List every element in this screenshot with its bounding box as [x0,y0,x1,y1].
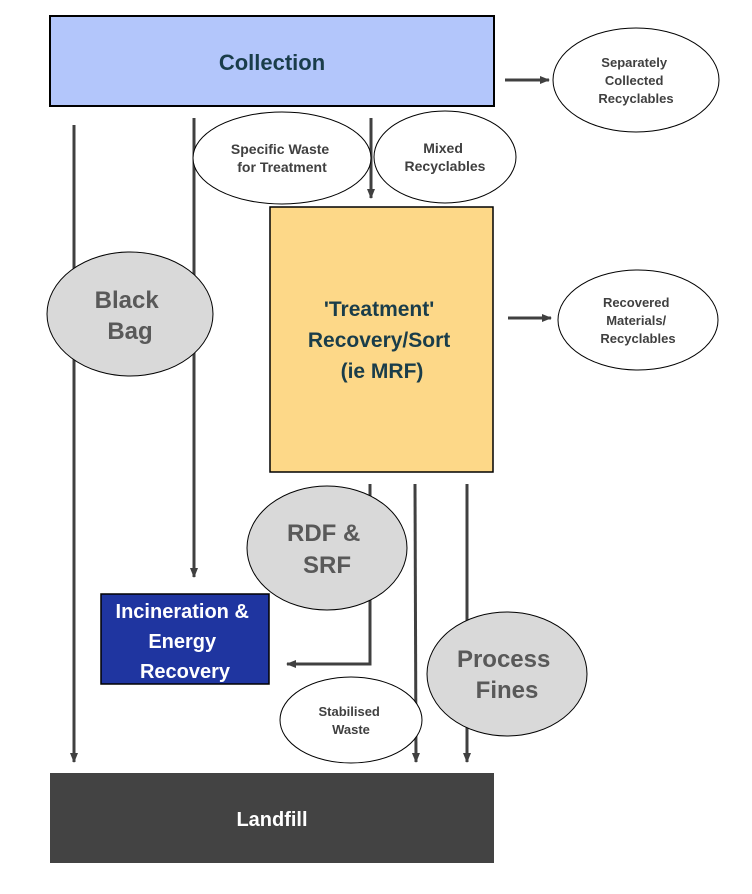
process-fines-label: Process Fines [457,646,557,704]
specific-waste-ellipse: Specific Waste for Treatment [192,111,372,205]
process-fines-ellipse: Process Fines [426,611,588,737]
mixed-recyclables-ellipse: Mixed Recyclables [373,110,517,204]
stabilised-waste-label: Stabilised Waste [318,704,383,737]
label-line: Collected [605,73,664,88]
mixed-recyclables-label: Mixed Recyclables [405,140,486,174]
collection-box: Collection [49,15,495,107]
treatment-box: 'Treatment' Recovery/Sort (ie MRF) [269,206,494,473]
label-line: Process [457,646,550,673]
incineration-line: Incineration & [116,601,249,623]
treatment-label: 'Treatment' Recovery/Sort (ie MRF) [308,298,456,383]
collection-line: Collection [219,50,325,75]
label-line: Bag [107,318,152,345]
treatment-line: Recovery/Sort [308,329,450,352]
incineration-line: Recovery [140,661,231,683]
rdf-srf-ellipse: RDF & SRF [246,485,408,611]
label-line: Mixed [423,140,463,156]
black-bag-ellipse: Black Bag [46,251,214,377]
label-line: Recyclables [405,158,486,174]
label-line: RDF & [287,520,360,547]
recovered-materials-ellipse: Recovered Materials/ Recyclables [557,269,719,371]
landfill-box: Landfill [50,773,494,863]
specific-waste-label: Specific Waste for Treatment [231,141,333,175]
label-line: for Treatment [237,159,327,175]
stabilised-waste-ellipse: Stabilised Waste [279,676,423,764]
treatment-line: (ie MRF) [341,360,424,383]
label-line: Black [95,287,160,314]
label-line: Recyclables [600,331,675,346]
label-line: Stabilised [318,704,379,719]
label-line: Specific Waste [231,141,330,157]
recovered-materials-label: Recovered Materials/ Recyclables [600,295,675,346]
incineration-line: Energy [148,631,217,653]
label-line: Fines [476,677,539,704]
label-line: Separately [601,55,668,70]
landfill-line: Landfill [236,809,307,831]
label-line: Waste [332,722,370,737]
label-line: Materials/ [606,313,666,328]
separately-collected-ellipse: Separately Collected Recyclables [552,27,720,133]
label-line: SRF [303,552,351,579]
rdf-srf-label: RDF & SRF [287,520,367,579]
landfill-label: Landfill [236,809,307,831]
incineration-label: Incineration & Energy Recovery [116,601,255,683]
collection-label: Collection [219,50,325,75]
label-line: Recovered [603,295,670,310]
black-bag-label: Black Bag [95,287,166,345]
treatment-line: 'Treatment' [324,298,434,321]
incineration-box: Incineration & Energy Recovery [100,593,270,685]
separately-collected-label: Separately Collected Recyclables [598,55,673,106]
label-line: Recyclables [598,91,673,106]
